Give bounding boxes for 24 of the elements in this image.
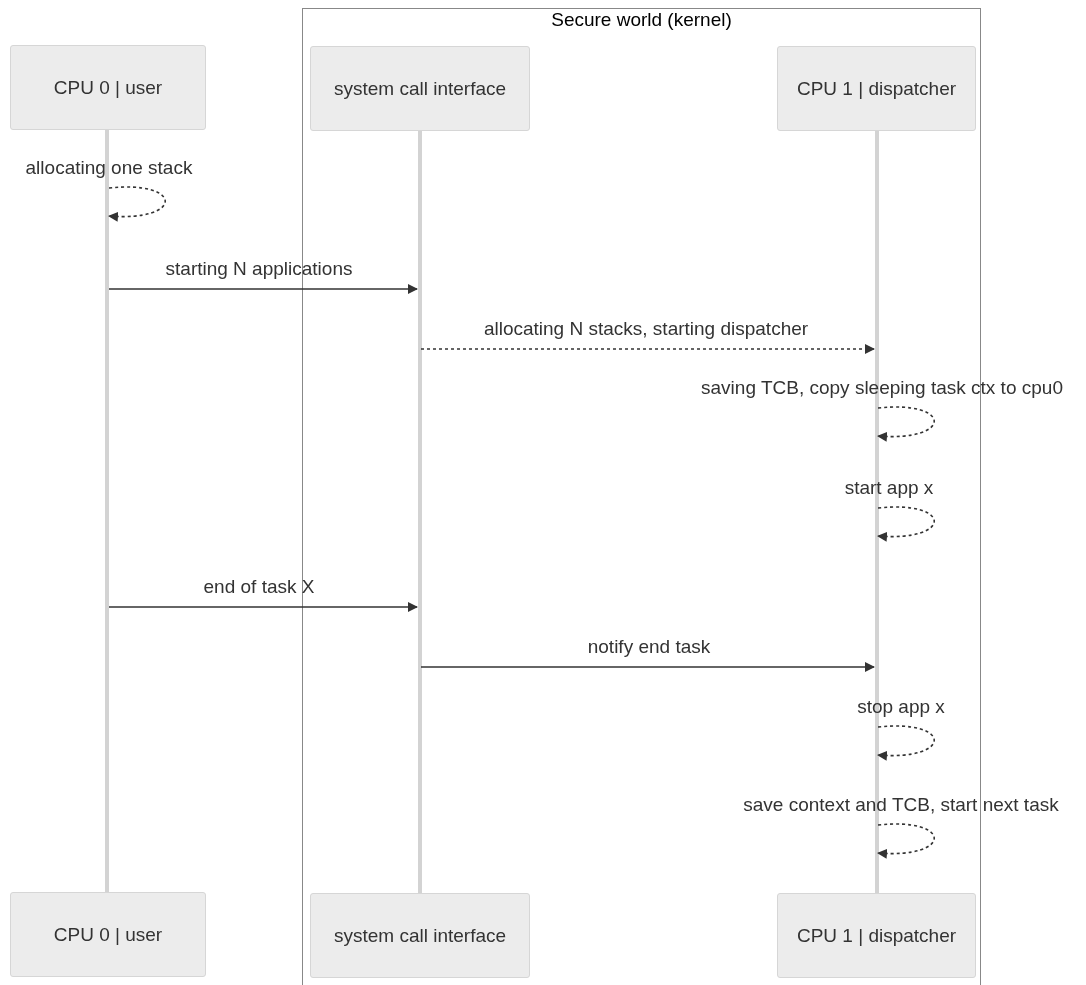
edge-label: allocating N stacks, starting dispatcher	[483, 318, 809, 340]
edge-label: notify end task	[587, 636, 711, 658]
participant-box: system call interface	[310, 46, 530, 131]
message-arrow	[108, 284, 418, 294]
participant-box: CPU 0 | user	[10, 892, 206, 977]
participant-box: CPU 1 | dispatcher	[777, 46, 976, 131]
self-message-arrow	[108, 186, 167, 222]
lifeline	[105, 130, 109, 892]
message-arrow	[420, 344, 875, 354]
edge-label: start app x	[844, 477, 934, 499]
message-arrow	[420, 662, 875, 672]
message-arrow	[108, 602, 418, 612]
participant-box: system call interface	[310, 893, 530, 978]
self-message-arrow	[877, 725, 936, 761]
edge-label: stop app x	[857, 696, 945, 718]
participant-box: CPU 1 | dispatcher	[777, 893, 976, 978]
edge-label: allocating one stack	[25, 157, 193, 179]
self-message-arrow	[877, 406, 936, 442]
self-message-arrow	[877, 506, 936, 542]
edge-label: save context and TCB, start next task	[743, 794, 1059, 816]
self-message-arrow	[877, 823, 936, 859]
participant-box: CPU 0 | user	[10, 45, 206, 130]
lifeline	[418, 131, 422, 893]
group-title: Secure world (kernel)	[551, 9, 732, 31]
